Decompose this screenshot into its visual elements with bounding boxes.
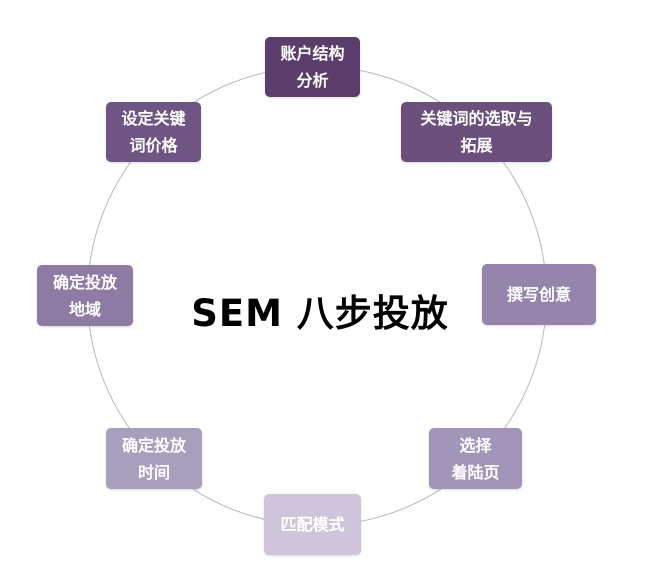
step-label: 账户结构 分析 [280,44,345,90]
step-label: 确定投放 时间 [121,435,186,482]
step-delivery-time: 确定投放 时间 [106,428,202,489]
step-label: 关键词的选取与 拓展 [420,109,533,155]
step-account-structure: 账户结构 分析 [265,37,360,97]
step-match-mode: 匹配模式 [264,494,361,555]
step-label: 匹配模式 [280,515,345,534]
step-keyword-price: 设定关键 词价格 [106,102,201,162]
step-write-creative: 撰写创意 [482,264,596,325]
step-label: 撰写创意 [506,285,571,304]
step-label: 确定投放 地域 [52,272,117,319]
step-keyword-selection: 关键词的选取与 拓展 [401,102,552,162]
diagram-title: SEM 八步投放 [191,292,449,335]
step-label: 设定关键 词价格 [121,109,186,155]
step-landing-page: 选择 着陆页 [429,428,522,489]
step-label: 选择 着陆页 [451,435,500,482]
step-delivery-region: 确定投放 地域 [37,265,133,326]
